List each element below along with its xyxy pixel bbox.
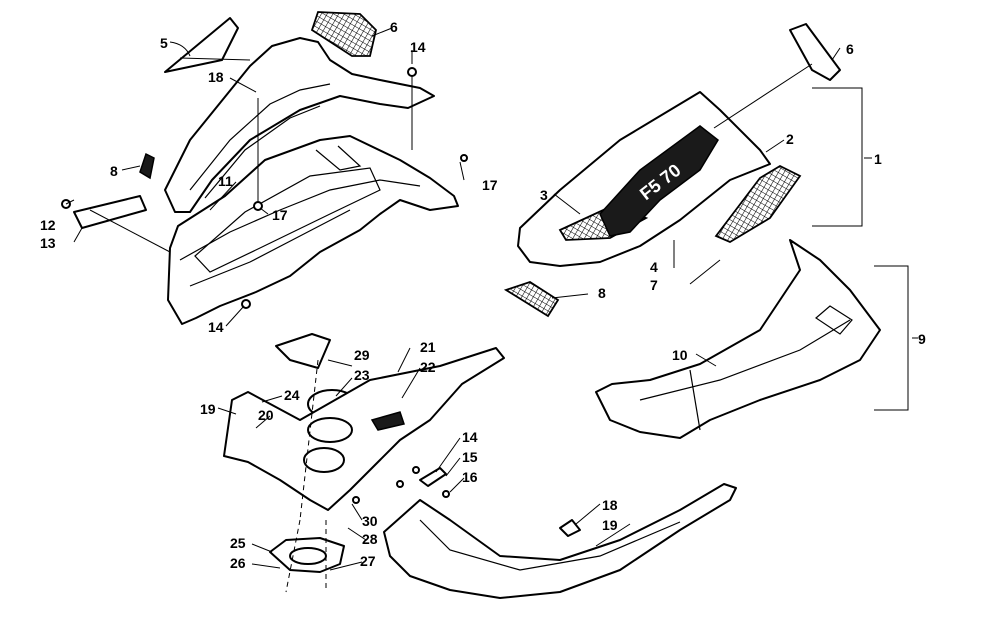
part-6-vent-mesh — [310, 11, 377, 57]
callout-29: 29 — [354, 347, 370, 363]
hood-assembly — [61, 11, 468, 325]
callout-24: 24 — [284, 387, 300, 403]
part-16-bolt — [442, 490, 450, 498]
callout-17-center: 17 — [272, 207, 288, 223]
part-4-decal — [599, 125, 719, 237]
callout-19-left: 19 — [200, 401, 216, 417]
callout-10: 10 — [672, 347, 688, 363]
console-assembly — [223, 333, 505, 593]
part-6-vent-right — [789, 23, 841, 81]
part-running-board — [383, 483, 737, 599]
leader-lines — [65, 27, 918, 571]
callout-14-bottom: 14 — [208, 319, 224, 335]
part-8-small-vent-left — [139, 152, 155, 180]
callout-18-bottom: 18 — [602, 497, 618, 513]
callout-30: 30 — [362, 513, 378, 529]
running-board-assembly — [383, 466, 737, 599]
callout-27: 27 — [360, 553, 376, 569]
callout-3: 3 — [540, 187, 548, 203]
callout-20: 20 — [258, 407, 274, 423]
callout-13: 13 — [40, 235, 56, 251]
callout-18-top: 18 — [208, 69, 224, 85]
part-13-bracket — [73, 195, 147, 229]
callout-23: 23 — [354, 367, 370, 383]
callout-15: 15 — [462, 449, 478, 465]
part-9-belly-pan — [595, 239, 881, 439]
callout-6-top: 6 — [390, 19, 398, 35]
callout-14-console: 14 — [462, 429, 478, 445]
callout-14-top: 14 — [410, 39, 426, 55]
part-15-plate — [419, 467, 447, 487]
callout-11: 11 — [218, 173, 233, 189]
side-panel-assembly: F5 70 — [503, 23, 909, 439]
callout-19-bottom: 19 — [602, 517, 618, 533]
part-7-lower-mesh — [714, 164, 802, 244]
callout-7: 7 — [650, 277, 658, 293]
callout-8-right: 8 — [598, 285, 606, 301]
part-14-nut-top — [407, 67, 417, 77]
part-17-fastener-right — [460, 154, 468, 162]
callout-4: 4 — [650, 259, 658, 275]
callout-9: 9 — [918, 331, 926, 347]
part-21-console — [223, 347, 505, 511]
callout-28: 28 — [362, 531, 378, 547]
callout-labels: 1 2 3 4 5 6 6 7 8 8 9 10 11 12 13 14 14 … — [40, 19, 926, 571]
callout-21: 21 — [420, 339, 436, 355]
part-18-clip — [559, 519, 581, 537]
callout-6-right: 6 — [846, 41, 854, 57]
callout-5: 5 — [160, 35, 168, 51]
callout-17-right: 17 — [482, 177, 498, 193]
part-11-lower-cowl — [167, 135, 459, 325]
callout-2: 2 — [786, 131, 794, 147]
callout-26: 26 — [230, 555, 246, 571]
part-5-trim-strip — [164, 17, 239, 73]
part-8-small-vent-right — [503, 281, 560, 318]
callout-1: 1 — [874, 151, 882, 167]
callout-25: 25 — [230, 535, 246, 551]
callout-16: 16 — [462, 469, 478, 485]
callout-12: 12 — [40, 217, 56, 233]
callout-22: 22 — [420, 359, 436, 375]
part-29-bracket — [275, 333, 331, 369]
callout-8-left: 8 — [110, 163, 118, 179]
windshield-opening — [194, 167, 381, 273]
